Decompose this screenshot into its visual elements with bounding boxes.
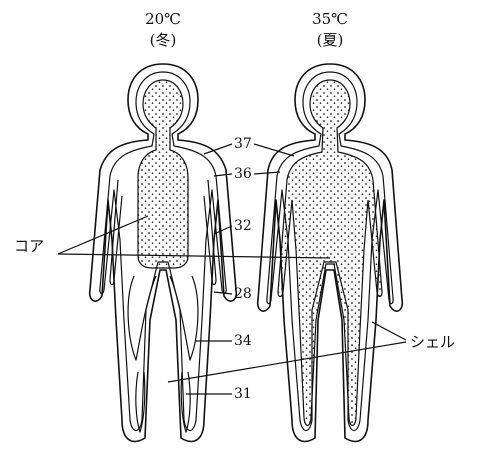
left-temp-label: 20℃: [145, 10, 181, 28]
isotherm-34-label: 34: [234, 333, 252, 349]
right-core: [278, 80, 382, 426]
left-core: [138, 80, 188, 268]
shell-label: シェル: [410, 333, 455, 351]
isotherm-32-leader: [214, 226, 232, 234]
left-leg-contour-1: [128, 276, 156, 360]
right-temp-label: 35℃: [312, 10, 348, 28]
isotherm-31-label: 31: [234, 386, 252, 402]
isotherm-28-label: 28: [234, 286, 252, 302]
core-label: コア: [14, 237, 44, 255]
right-season-label: (夏): [317, 31, 344, 49]
right-body-figure: [258, 64, 403, 441]
left-leg-contour-2: [170, 276, 198, 360]
isotherm-37-leader-left: [204, 144, 232, 154]
isotherm-36-leader-left: [214, 174, 232, 176]
isotherm-36-label: 36: [234, 166, 252, 182]
left-body-figure: [90, 64, 237, 441]
left-season-label: (冬): [150, 31, 177, 49]
shell-leader-upper: [372, 322, 406, 340]
isotherm-32-label: 32: [234, 218, 252, 234]
isotherm-37-label: 37: [234, 136, 252, 152]
